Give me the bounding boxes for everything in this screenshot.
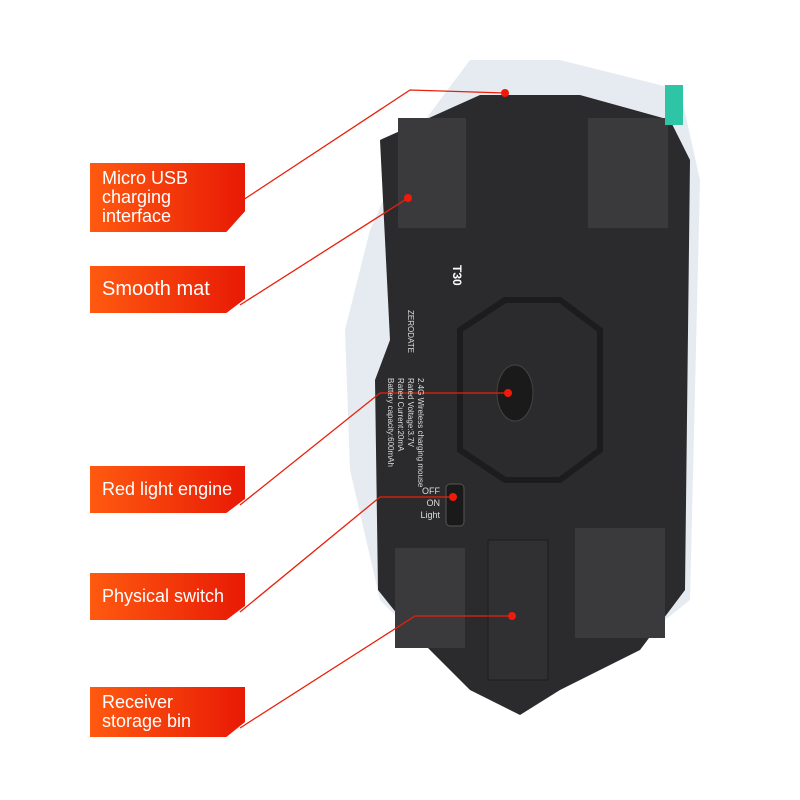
switch-on-label: ON	[426, 498, 441, 508]
label-physical-switch: Physical switch	[90, 573, 245, 620]
mat-pad	[395, 548, 465, 648]
label-receiver-storage: Receiver storage bin	[90, 687, 245, 737]
switch-light-label: Light	[420, 510, 440, 520]
switch-labels: OFF ON Light	[412, 485, 440, 521]
mat-pad	[575, 528, 665, 638]
spec-line: Rated Voltage:3.7V	[406, 378, 415, 447]
label-line: Receiver	[102, 692, 174, 712]
spec-line: 2.4G Wireless charging mouse	[416, 378, 425, 488]
light-strip	[665, 85, 683, 125]
label-line: Micro USB	[102, 168, 189, 188]
switch-off-label: OFF	[422, 486, 440, 496]
label-line: charging interface	[102, 187, 172, 226]
center-hexagon	[457, 297, 603, 483]
mat-pad	[588, 118, 668, 228]
switch-slot	[445, 483, 465, 527]
spec-line: Battery capacity:600mAh	[386, 378, 395, 467]
label-micro-usb: Micro USB charging interface	[90, 163, 245, 232]
mat-pad	[398, 118, 466, 228]
label-smooth-mat: Smooth mat	[90, 266, 245, 313]
leader-lines	[239, 89, 512, 729]
spec-text: 2.4G Wireless charging mouse Rated Volta…	[385, 378, 425, 487]
label-red-light-engine: Red light engine	[90, 466, 245, 513]
brand-logo: ZERODATE	[406, 310, 415, 353]
model-label: T30	[450, 265, 464, 286]
receiver-bin	[487, 539, 549, 681]
label-line: storage bin	[102, 711, 192, 731]
spec-line: Rated Current:20mA	[396, 378, 405, 452]
callout-dots	[404, 89, 516, 620]
